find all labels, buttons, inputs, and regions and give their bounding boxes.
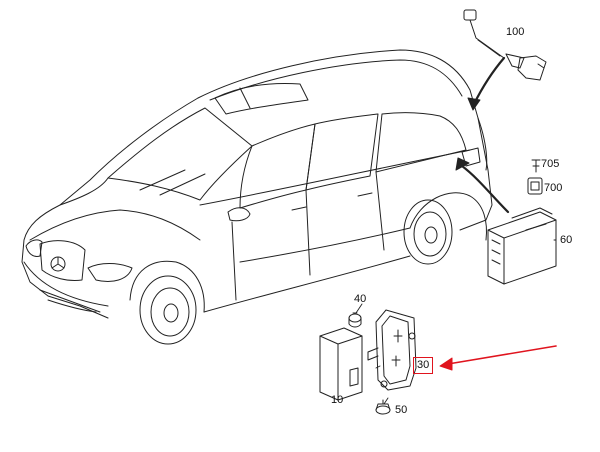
label-100: 100 (506, 26, 525, 38)
leader-lines (355, 239, 557, 405)
part-100-cable (463, 9, 547, 81)
label-30-highlight: 30 (413, 357, 434, 374)
arrow-60 (455, 157, 510, 214)
car-illustration (21, 49, 493, 345)
part-30-bracket (367, 309, 417, 391)
arrow-100 (467, 56, 506, 111)
label-705: 705 (541, 158, 560, 170)
part-700-clip (527, 177, 543, 195)
red-arrow (439, 345, 557, 371)
label-60: 60 (560, 234, 573, 246)
part-40-nut (348, 312, 362, 328)
part-705-screw (531, 159, 541, 173)
label-10: 10 (331, 394, 344, 406)
label-50: 50 (395, 404, 408, 416)
part-50-screw (375, 399, 391, 415)
part-60-module (487, 207, 557, 285)
part-10-control-unit (319, 327, 363, 401)
label-700: 700 (544, 182, 563, 194)
label-40: 40 (354, 293, 367, 305)
